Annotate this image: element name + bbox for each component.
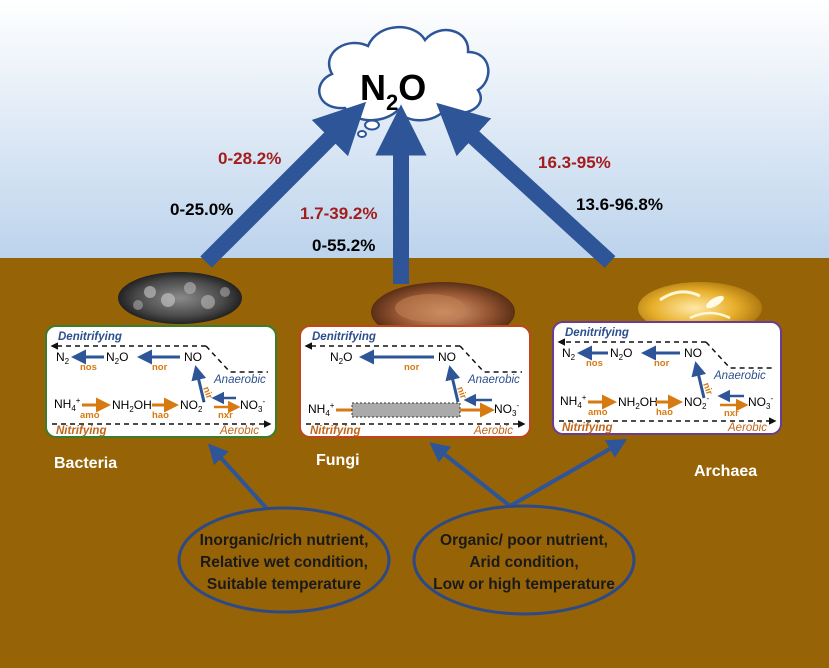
archaea-nitrifying-label: Nitrifying [562,422,612,434]
bacteria-nxr: nxr [218,410,233,421]
archaea-nxr: nxr [724,408,739,419]
archaea-nh2oh: NH2OH [618,395,658,411]
bacteria-emission-arrow [200,101,367,268]
bacteria-anaerobic: Anaerobic [213,374,266,386]
right-condition-ellipse: Organic/ poor nutrient, Arid condition, … [412,504,636,616]
bacteria-no: NO [184,350,202,364]
left-condition-arrow [207,443,272,514]
bacteria-denitrifying-label: Denitrifying [58,331,122,343]
archaea-no: NO [684,346,702,360]
left-condition-line-3: Suitable temperature [207,576,362,593]
archaea-anaerobic: Anaerobic [713,370,766,382]
n2o-title: N2O [360,67,426,115]
archaea-nos: nos [586,358,603,369]
bacteria-nh4: NH4+ [54,396,81,413]
fungi-anaerobic: Anaerobic [467,374,520,386]
fungi-no3: NO3- [494,401,519,418]
fungi-panel: Denitrifying N2O nor NO nir Anaerobic NH… [299,325,531,438]
fungi-nor: nor [404,362,420,373]
archaea-hao: hao [656,407,673,418]
archaea-aerobic: Aerobic [727,422,767,434]
bacteria-nir: nir [200,385,215,400]
bacteria-nh2oh: NH2OH [112,398,152,414]
right-condition-line-1: Organic/ poor nutrient, [440,532,608,549]
bacteria-nos: nos [80,362,97,373]
bacteria-no3: NO3- [240,397,265,414]
bacteria-red-percentage: 0-28.2% [218,149,281,168]
bacteria-black-percentage: 0-25.0% [170,200,233,219]
archaea-red-percentage: 16.3-95% [538,153,611,172]
archaea-n2: N2 [562,346,576,362]
right-to-archaea-arrow [509,439,628,508]
fungi-n2o: N2O [330,350,352,366]
fungi-red-percentage: 1.7-39.2% [300,204,378,223]
archaea-label: Archaea [694,463,757,480]
archaea-denitrifying-label: Denitrifying [565,327,629,339]
bacteria-hao: hao [152,410,169,421]
bacteria-no2: NO2- [180,397,205,414]
bacteria-image [118,272,242,324]
left-condition-ellipse: Inorganic/rich nutrient, Relative wet co… [177,506,391,614]
fungi-nitrifying-label: Nitrifying [310,425,360,437]
archaea-nh4: NH4+ [560,393,587,410]
fungi-label: Fungi [316,452,360,469]
right-condition-line-2: Arid condition, [469,554,578,571]
bacteria-amo: amo [80,410,100,421]
right-condition-line-3: Low or high temperature [433,576,615,593]
bacteria-nor: nor [152,362,168,373]
right-to-fungi-arrow [429,442,512,508]
bacteria-label: Bacteria [54,455,117,472]
archaea-panel: Denitrifying N2 nos N2O nor NO nir Anaer… [552,321,782,435]
bacteria-nitrifying-label: Nitrifying [56,425,106,437]
bacteria-panel: Denitrifying N2 nos N2O nor NO nir Anaer… [45,325,277,438]
fungi-unknown-pathway [351,402,461,418]
bacteria-n2o: N2O [106,350,128,366]
archaea-n2o: N2O [610,346,632,362]
fungi-denitrifying-label: Denitrifying [312,331,376,343]
fungi-no: NO [438,350,456,364]
fungi-nh4: NH4+ [308,401,335,418]
fungi-aerobic: Aerobic [473,425,513,437]
archaea-no2: NO2- [684,394,709,411]
left-condition-line-1: Inorganic/rich nutrient, [200,532,369,549]
bacteria-aerobic: Aerobic [219,425,259,437]
archaea-nir: nir [700,381,715,396]
archaea-emission-arrow [436,102,616,268]
archaea-nor: nor [654,358,670,369]
archaea-no3: NO3- [748,394,773,411]
archaea-amo: amo [588,407,608,418]
fungi-black-percentage: 0-55.2% [312,236,375,255]
left-condition-line-2: Relative wet condition, [200,554,368,571]
archaea-black-percentage: 13.6-96.8% [576,195,663,214]
bacteria-n2: N2 [56,350,70,366]
